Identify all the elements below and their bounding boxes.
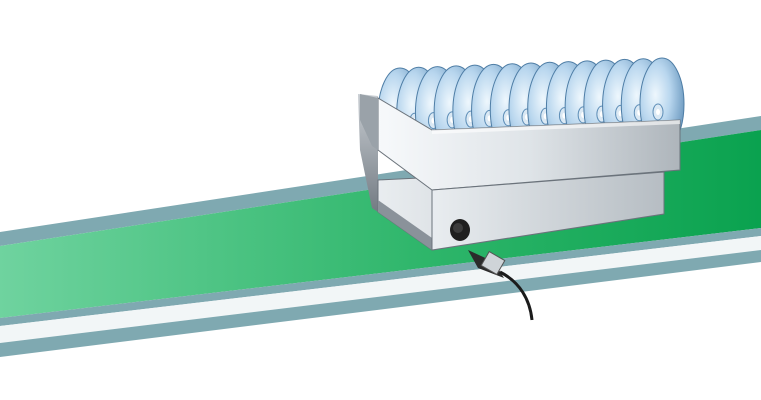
front-plate (360, 94, 681, 251)
sensor-knob (450, 219, 470, 241)
cable-connector (468, 250, 534, 321)
front-rail (0, 228, 761, 357)
